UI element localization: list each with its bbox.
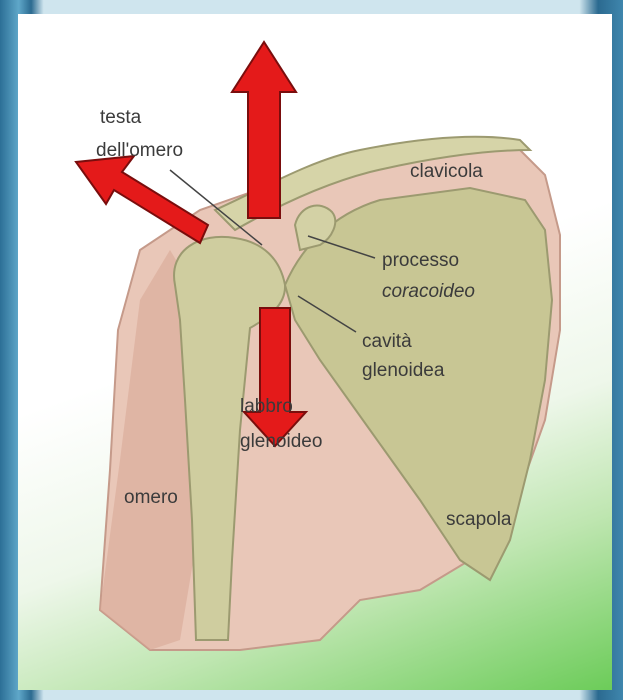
label-glenoidea: glenoidea (362, 360, 445, 381)
label-dellomero: dell'omero (96, 140, 183, 161)
arrow-upleft (76, 156, 208, 243)
label-testa: testa (100, 107, 142, 128)
label-labbro: labbro (240, 396, 293, 417)
label-processo: processo (382, 250, 459, 271)
label-cavita: cavità (362, 331, 412, 352)
label-scapola: scapola (446, 509, 512, 530)
label-omero: omero (124, 487, 178, 508)
label-coracoideo: coracoideo (382, 281, 475, 302)
label-clavicola: clavicola (410, 161, 483, 182)
label-glenoideo: glenoideo (240, 431, 322, 452)
